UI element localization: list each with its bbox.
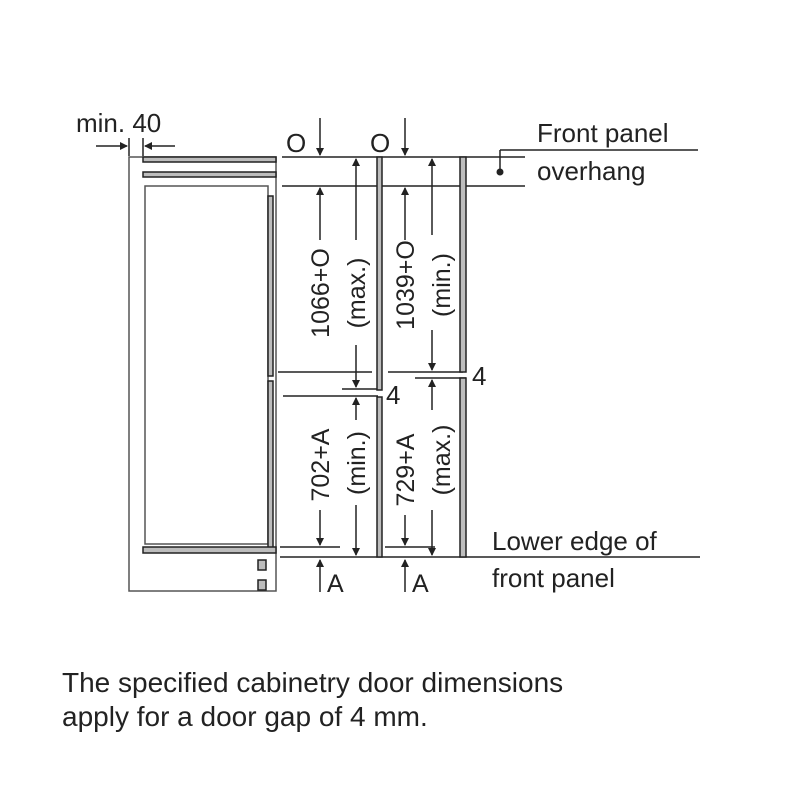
leader-dot bbox=[496, 168, 504, 176]
plinth bbox=[142, 546, 277, 554]
dim-702-qualifier: (min.) bbox=[343, 431, 371, 495]
dimension-lines bbox=[96, 118, 700, 592]
foot bbox=[257, 579, 267, 591]
appliance-body bbox=[144, 185, 269, 545]
gap-label-right: 4 bbox=[472, 361, 486, 391]
front-panel-lower-label: front panel bbox=[492, 563, 615, 593]
upper-panel-left bbox=[376, 156, 383, 391]
dim-729-qualifier: (max.) bbox=[428, 425, 456, 496]
lower-edge-label: Lower edge of bbox=[492, 526, 658, 556]
appliance-drawing bbox=[128, 156, 277, 592]
second-rail bbox=[142, 171, 277, 178]
dim-1066-label: 1066+O bbox=[307, 248, 335, 338]
upper-door-strip bbox=[267, 195, 274, 377]
front-panels bbox=[376, 156, 467, 558]
a-label-right: A bbox=[412, 570, 429, 598]
door-gap-note: The specified cabinetry door dimensions … bbox=[62, 666, 563, 734]
o-label-left: O bbox=[286, 128, 306, 158]
lower-panel-right bbox=[459, 377, 467, 558]
upper-panel-right bbox=[459, 156, 467, 373]
overhang-label: overhang bbox=[537, 156, 645, 186]
lower-door-strip bbox=[267, 380, 274, 550]
foot bbox=[257, 559, 267, 571]
dim-1066-qualifier: (max.) bbox=[343, 258, 371, 329]
dim-729-label: 729+A bbox=[392, 433, 420, 506]
cabinet-outline bbox=[128, 156, 277, 592]
lower-panel-left bbox=[376, 396, 383, 558]
dim-1039-qualifier: (min.) bbox=[428, 253, 456, 317]
dim-1039-label: 1039+O bbox=[392, 240, 420, 330]
dim-702-label: 702+A bbox=[307, 428, 335, 501]
gap-label-left: 4 bbox=[386, 380, 400, 410]
o-label-right: O bbox=[370, 128, 390, 158]
note-line-1: The specified cabinetry door dimensions bbox=[62, 667, 564, 698]
top-rail bbox=[142, 156, 277, 163]
note-line-2: apply for a door gap of 4 mm. bbox=[62, 701, 428, 732]
front-panel-label: Front panel bbox=[537, 118, 669, 148]
a-label-left: A bbox=[327, 570, 344, 598]
min-40-label: min. 40 bbox=[76, 108, 161, 138]
